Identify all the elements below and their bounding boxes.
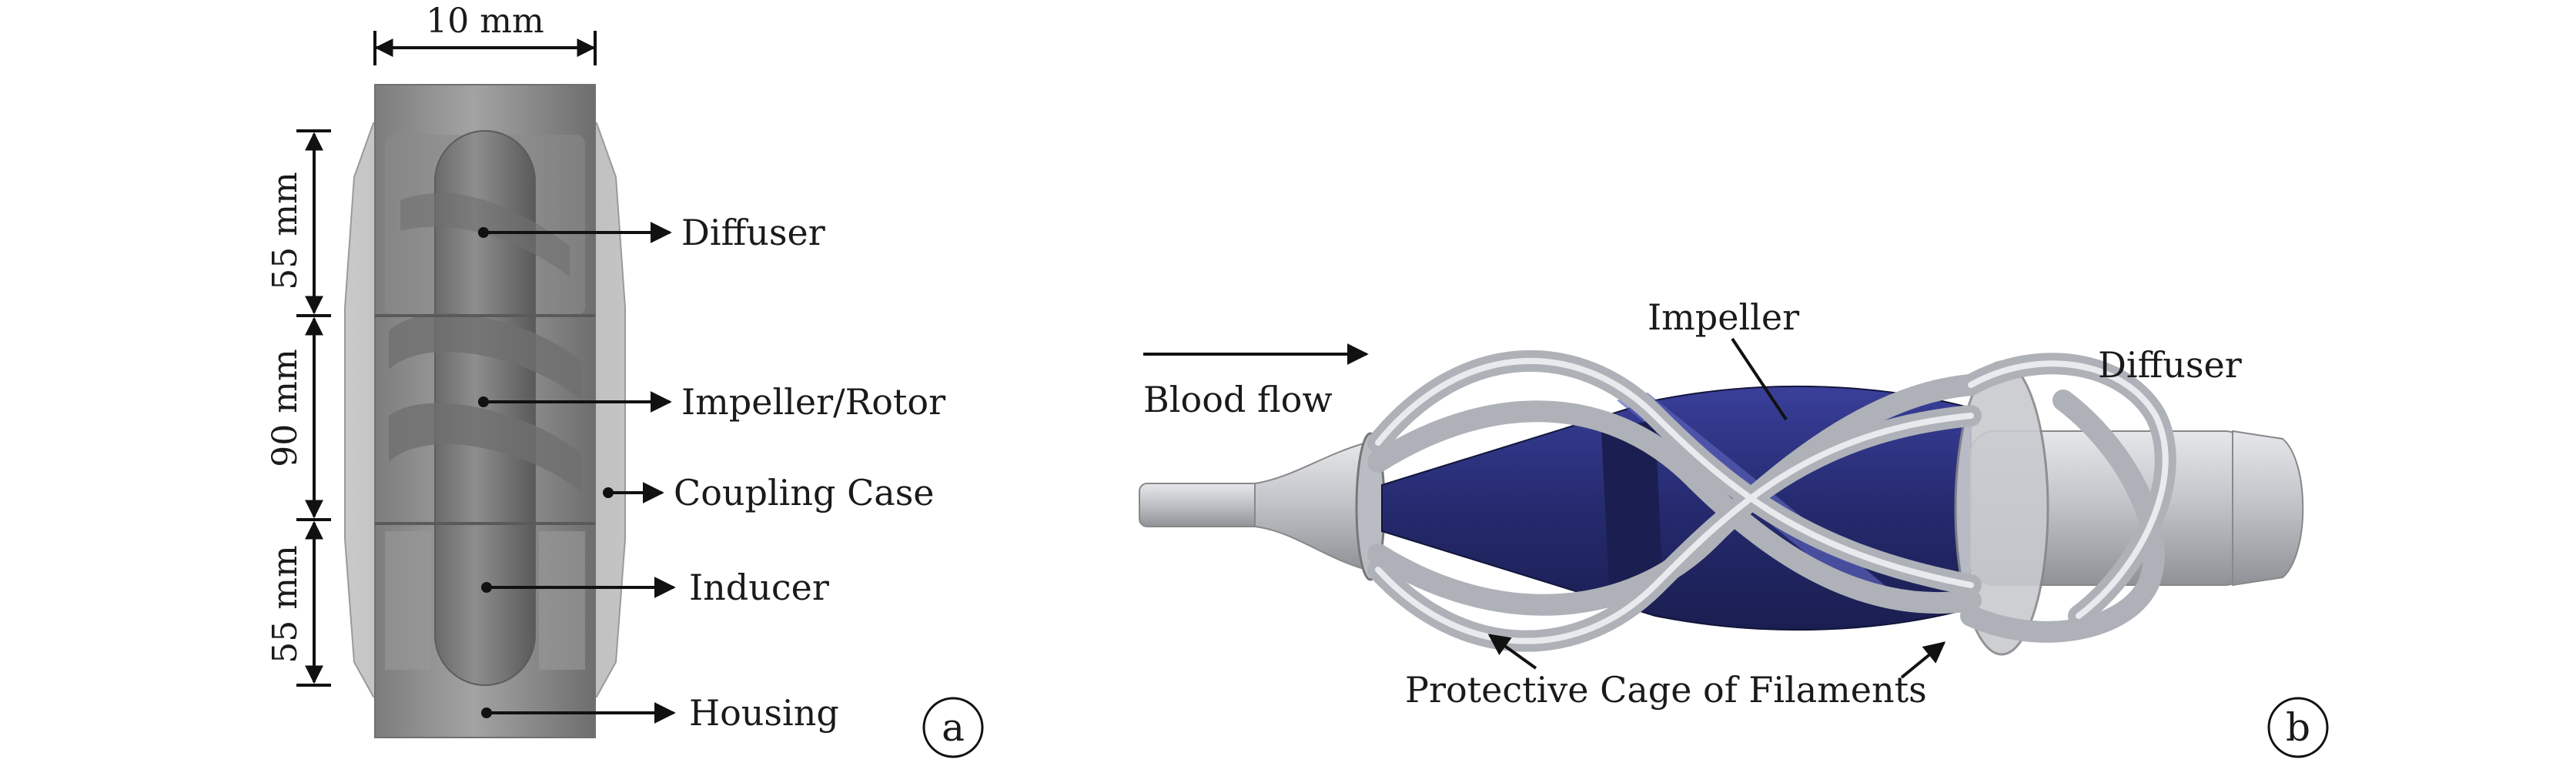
side-dimension-text-3: 55 mm xyxy=(266,545,305,663)
diffuser-nose xyxy=(2232,430,2304,587)
panel-b-label: b xyxy=(2286,705,2310,750)
cage-arrow-right xyxy=(1900,641,1946,679)
filament-3 xyxy=(1367,400,1982,614)
inducer-slot-left xyxy=(385,531,431,670)
callout-diffuser: Diffuser xyxy=(478,212,825,253)
impeller-label: Impeller xyxy=(1648,296,1799,338)
impeller-hub-blade xyxy=(1601,420,1663,593)
label-inducer: Inducer xyxy=(689,567,829,608)
cage-arrow-left xyxy=(1487,634,1537,670)
callout-housing: Housing xyxy=(481,692,839,734)
label-coupling-case: Coupling Case xyxy=(674,472,935,513)
panel-b: Blood flow Impeller xyxy=(1139,296,2329,758)
impeller-leader xyxy=(1731,337,1788,421)
top-dimension-text: 10 mm xyxy=(426,2,544,41)
panel-a-circle xyxy=(922,697,984,758)
diffuser-vane xyxy=(400,192,570,277)
side-dimension-text-1: 55 mm xyxy=(266,172,305,289)
panel-a-label: a xyxy=(942,705,965,750)
diffuser-label: Diffuser xyxy=(2098,344,2242,386)
panel-a: 10 mm 55 mm 90 mm 55 mm Diffuser Impelle… xyxy=(266,2,984,758)
cage-filament-highlights xyxy=(1375,357,2169,644)
callout-inducer: Inducer xyxy=(481,567,829,608)
callout-coupling-case: Coupling Case xyxy=(603,472,935,513)
impeller-blade-2 xyxy=(389,403,581,493)
inducer-slot-right xyxy=(539,531,585,670)
label-diffuser: Diffuser xyxy=(681,212,825,253)
label-impeller-rotor: Impeller/Rotor xyxy=(681,381,945,423)
impeller-blade-1 xyxy=(389,313,581,400)
callout-impeller-rotor: Impeller/Rotor xyxy=(478,381,945,423)
label-housing: Housing xyxy=(689,692,839,734)
filament-4 xyxy=(1367,374,1982,616)
blood-flow-label: Blood flow xyxy=(1143,379,1333,420)
catheter-tube xyxy=(1139,483,1263,527)
panel-b-circle xyxy=(2267,697,2329,758)
side-dimension-text-2: 90 mm xyxy=(266,349,305,467)
cage-label: Protective Cage of Filaments xyxy=(1405,669,1927,711)
filament-6 xyxy=(1960,390,2165,643)
inlet-flare xyxy=(1254,441,1367,571)
